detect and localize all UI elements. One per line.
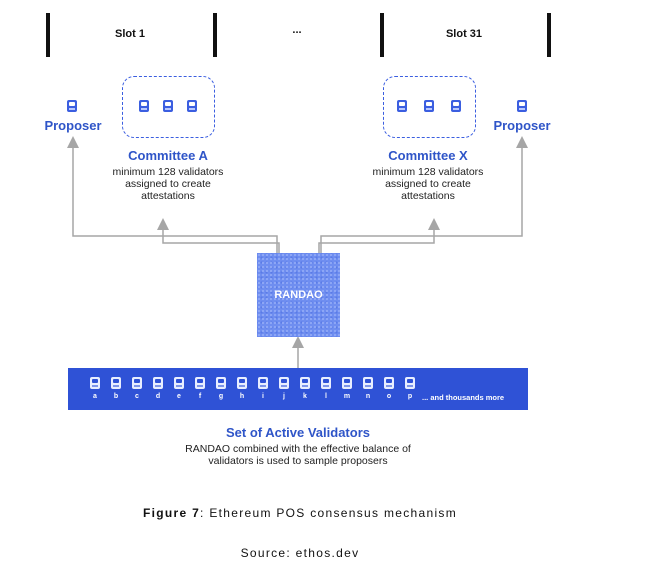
validator-icon	[174, 377, 184, 389]
active-set-desc: RANDAO combined with the effective balan…	[148, 443, 448, 467]
committee-x-desc-line: assigned to create	[385, 178, 471, 190]
validator-icon	[279, 377, 289, 389]
committee-a-validator-icon	[187, 100, 197, 112]
arrow-to-committee-a	[157, 218, 280, 253]
committee-a-title: Committee A	[128, 148, 208, 163]
slot-first-label: Slot 1	[115, 28, 145, 40]
validator-letter: a	[93, 393, 97, 400]
validators-more-label: ... and thousands more	[422, 393, 505, 402]
proposer-right-label: Proposer	[493, 118, 551, 133]
committee-x-desc-line: attestations	[401, 190, 455, 202]
slot-divider-mid-left	[213, 13, 217, 57]
validator-letter: g	[218, 393, 224, 400]
slot-divider-left	[46, 13, 50, 57]
proposer-left-validator-icon	[67, 100, 77, 112]
committee-a-validator-icon	[139, 100, 149, 112]
validator-letter: o	[386, 393, 392, 400]
active-set-desc-line: RANDAO combined with the effective balan…	[185, 443, 411, 455]
arrow-to-committee-x	[318, 218, 440, 253]
figure-caption: Figure 7: Ethereum POS consensus mechani…	[0, 506, 600, 520]
validator-icon	[342, 377, 352, 389]
validator-letter: d	[155, 393, 161, 400]
validator-bar: a b c d e f g h i j k l m n o p ... and …	[68, 368, 528, 410]
slot-last-label: Slot 31	[445, 28, 483, 40]
committee-a-box	[122, 76, 215, 138]
validator-icon	[363, 377, 373, 389]
validator-letter: e	[177, 393, 181, 400]
validator-letter: p	[407, 393, 413, 400]
validator-letter: l	[325, 393, 327, 400]
slot-divider-right	[547, 13, 551, 57]
validator-icon	[216, 377, 226, 389]
validator-icon	[321, 377, 331, 389]
validator-letter: k	[303, 393, 307, 400]
committee-a-desc-line: attestations	[141, 190, 195, 202]
committee-x-title: Committee X	[388, 148, 468, 163]
proposer-left-label: Proposer	[44, 118, 102, 133]
committee-x-validator-icon	[397, 100, 407, 112]
validator-letter: f	[198, 393, 202, 400]
validator-letter: n	[365, 393, 371, 400]
validator-letter: c	[135, 393, 139, 400]
committee-a-desc: minimum 128 validators assigned to creat…	[93, 166, 243, 202]
validator-letter: h	[239, 393, 245, 400]
active-set-desc-line: validators is used to sample proposers	[208, 455, 388, 467]
committee-a-desc-line: assigned to create	[125, 178, 211, 190]
validator-icon	[237, 377, 247, 389]
validator-letter: m	[343, 393, 351, 400]
validator-letter: j	[283, 393, 285, 400]
committee-x-box	[383, 76, 476, 138]
validator-icon	[153, 377, 163, 389]
validator-icon	[195, 377, 205, 389]
validator-icon	[384, 377, 394, 389]
slot-ellipsis-label: ...	[292, 24, 302, 36]
figure-caption-text: : Ethereum POS consensus mechanism	[200, 506, 458, 520]
committee-x-desc: minimum 128 validators assigned to creat…	[353, 166, 503, 202]
validator-icon	[111, 377, 121, 389]
validator-icon	[258, 377, 268, 389]
validator-letter: i	[262, 393, 264, 400]
randao-box: RANDAO	[257, 253, 340, 337]
committee-a-desc-line: minimum 128 validators	[112, 166, 224, 178]
validator-icon	[405, 377, 415, 389]
validator-icon	[300, 377, 310, 389]
validator-letter: b	[113, 393, 119, 400]
arrow-to-proposer-right	[320, 136, 528, 253]
active-set-title: Set of Active Validators	[225, 425, 370, 440]
committee-x-desc-line: minimum 128 validators	[372, 166, 484, 178]
committee-x-validator-icon	[451, 100, 461, 112]
validator-icon	[132, 377, 142, 389]
validator-icon	[90, 377, 100, 389]
proposer-right-validator-icon	[517, 100, 527, 112]
slot-divider-mid-right	[380, 13, 384, 57]
randao-label: RANDAO	[274, 289, 323, 301]
arrow-to-proposer-left	[67, 136, 278, 253]
committee-a-validator-icon	[163, 100, 173, 112]
committee-x-validator-icon	[424, 100, 434, 112]
source-caption: Source: ethos.dev	[240, 546, 360, 560]
figure-caption-label: Figure 7	[142, 506, 201, 520]
